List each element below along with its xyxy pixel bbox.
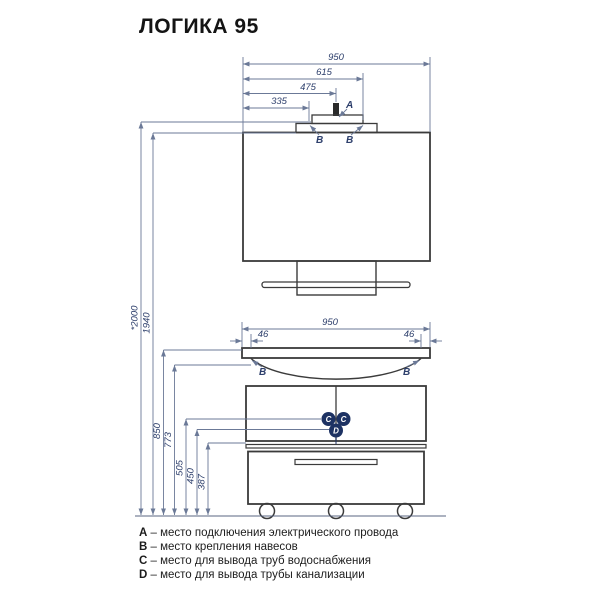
- dim-a-center: 475: [300, 82, 317, 93]
- marker-b-label: B: [259, 367, 266, 378]
- dim-b-right: 615: [316, 67, 333, 78]
- dim-hanger: 773: [163, 431, 174, 448]
- marker-a-label: A: [345, 100, 353, 111]
- port-c-label: C: [341, 415, 347, 424]
- caster-wheel: [258, 502, 276, 520]
- vanity-dimensions: 950 46 46: [230, 317, 442, 348]
- water-supply-port: [321, 412, 336, 426]
- power-cord-stub: [333, 103, 339, 116]
- legend-item-d: D – место для вывода трубы канализации: [139, 568, 398, 582]
- dim-vanity-width: 950: [322, 317, 339, 328]
- drain-port: [329, 423, 343, 438]
- marker-b-label: B: [403, 367, 410, 378]
- legend-text: – место для вывода трубы канализации: [150, 569, 365, 581]
- height-dimensions: *2000 1940 850 773 505 450 387: [130, 121, 329, 515]
- legend-letter: A: [139, 527, 148, 539]
- legend-item-b: B – место крепления навесов: [139, 540, 398, 554]
- drawer-handle: [294, 458, 378, 466]
- page-title: ЛОГИКА 95: [139, 15, 259, 38]
- top-dimensions: 950 615 475 335: [242, 52, 431, 132]
- dim-drawer-top: 387: [197, 473, 208, 490]
- dim-overall-height: *2000: [130, 305, 141, 331]
- marker-b-label: B: [346, 135, 353, 146]
- legend-letter: B: [139, 541, 148, 553]
- shelf-support: [296, 260, 377, 296]
- dim-drain-pipe: 450: [186, 467, 197, 484]
- dim-water-pipes: 505: [175, 459, 186, 476]
- caster-wheel: [327, 502, 345, 520]
- port-d-label: D: [333, 427, 339, 436]
- countertop: [241, 347, 431, 359]
- mounting-strip: [295, 122, 378, 134]
- port-c-label: C: [326, 415, 332, 424]
- legend-text: – место подключения электрического прово…: [150, 527, 399, 539]
- caster-wheel: [396, 502, 414, 520]
- plinth-strip: [245, 443, 427, 449]
- legend-text: – место крепления навесов: [150, 541, 298, 553]
- dim-mirror-width: 950: [328, 52, 345, 63]
- legend-letter: D: [139, 569, 148, 581]
- legend-letter: C: [139, 555, 148, 567]
- marker-callouts: A B B B B C C D: [251, 100, 420, 444]
- dim-right-inset: 46: [404, 329, 415, 340]
- dim-left-inset: 46: [258, 329, 269, 340]
- water-supply-port: [336, 412, 351, 426]
- legend: A – место подключения электрического про…: [139, 526, 398, 582]
- basin-silhouette: [250, 357, 422, 380]
- marker-b-label: B: [316, 135, 323, 146]
- legend-item-c: C – место для вывода труб водоснабжения: [139, 554, 398, 568]
- glass-shelf: [261, 281, 411, 289]
- dim-countertop: 850: [152, 422, 163, 439]
- legend-text: – место для вывода труб водоснабжения: [150, 555, 371, 567]
- lamp-fixture: [311, 114, 364, 125]
- dim-b-left: 335: [271, 96, 288, 107]
- legend-item-a: A – место подключения электрического про…: [139, 526, 398, 540]
- dim-mirror-top: 1940: [142, 312, 153, 334]
- mirror-unit: [242, 103, 431, 296]
- mirror: [242, 131, 431, 262]
